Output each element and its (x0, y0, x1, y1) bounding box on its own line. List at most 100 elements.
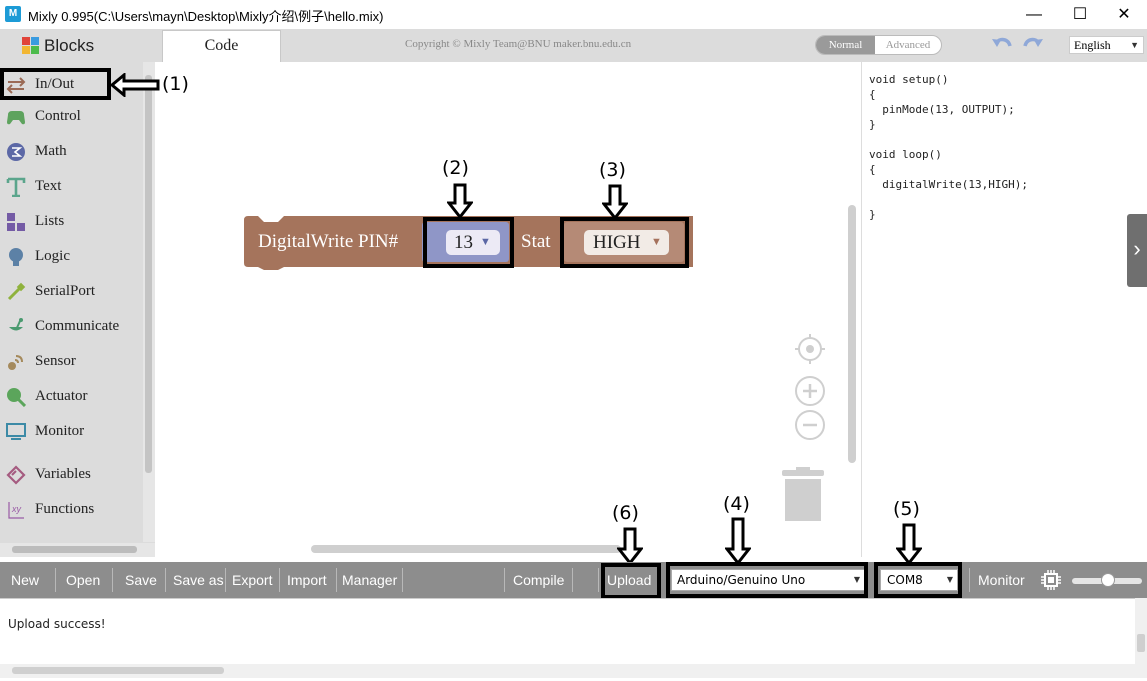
new-button[interactable]: New (11, 572, 40, 588)
toolbox-vertical-scroll-thumb[interactable] (145, 75, 152, 473)
variables-icon (6, 465, 26, 485)
window-title: Mixly 0.995(C:\Users\mayn\Desktop\Mixly介… (28, 9, 384, 24)
monitor-button[interactable]: Monitor (978, 572, 1025, 588)
toolbar-divider (969, 568, 970, 592)
category-in-out[interactable]: In/Out (0, 67, 143, 102)
arrow-down-icon (896, 523, 922, 565)
category-communicate[interactable]: Communicate (0, 309, 143, 344)
code-text[interactable]: void setup() { pinMode(13, OUTPUT); } vo… (869, 73, 1028, 221)
category-variables[interactable]: Variables (0, 457, 143, 492)
satellite-icon (9, 318, 23, 331)
recenter-icon[interactable] (794, 333, 826, 365)
arrows-icon (6, 77, 26, 94)
category-functions[interactable]: xy Functions (0, 492, 143, 527)
category-logic[interactable]: Logic (0, 239, 143, 274)
toolbar-divider (112, 568, 113, 592)
category-actuator[interactable]: Actuator (0, 379, 143, 414)
maximize-button[interactable]: ☐ (1072, 6, 1088, 23)
category-label: Control (35, 108, 81, 124)
toolbar-divider (402, 568, 403, 592)
category-math[interactable]: Math (0, 134, 143, 169)
chevron-down-icon: ▼ (853, 575, 860, 584)
undo-icon[interactable] (990, 34, 1014, 56)
save-button[interactable]: Save (125, 572, 157, 588)
category-label: Monitor (35, 423, 85, 439)
functions-icon: xy (8, 502, 24, 519)
callout-box-6 (601, 563, 661, 599)
category-control[interactable]: Control (0, 99, 143, 134)
manager-button[interactable]: Manager (342, 572, 398, 588)
output-horizontal-scrollbar[interactable] (0, 664, 1147, 678)
workspace-horizontal-scroll-thumb[interactable] (311, 545, 621, 553)
zoom-out-icon[interactable] (794, 409, 826, 441)
category-sensor[interactable]: Sensor (0, 344, 143, 379)
title-bar (0, 0, 1147, 29)
collapse-panel-button[interactable]: › (1127, 214, 1147, 287)
toolbar-divider (598, 568, 599, 592)
toolbar-divider (279, 568, 280, 592)
mode-switch: Normal Advanced (815, 35, 942, 55)
category-label: Lists (35, 213, 65, 229)
toolbox-horizontal-scroll-thumb[interactable] (12, 546, 137, 553)
arrow-left-icon (110, 73, 160, 97)
pin-dropdown[interactable] (446, 230, 500, 255)
mode-advanced-button[interactable]: Advanced (885, 39, 931, 51)
output-message: Upload success! (8, 617, 106, 631)
chevron-right-icon: › (1133, 236, 1141, 261)
chevron-down-icon: ▼ (946, 575, 953, 584)
zoom-slider-handle[interactable] (1101, 573, 1115, 587)
toolbar-divider (504, 568, 505, 592)
workspace-vertical-scroll-thumb[interactable] (848, 205, 856, 463)
import-button[interactable]: Import (287, 572, 327, 588)
puzzle-icon (22, 37, 39, 54)
arrow-down-icon (617, 527, 643, 565)
compile-button[interactable]: Compile (513, 572, 565, 588)
callout-label-1: (1) (162, 73, 189, 95)
stat-dropdown[interactable] (584, 230, 669, 255)
port-value: COM8 (887, 573, 923, 587)
output-horizontal-scroll-thumb[interactable] (12, 667, 224, 674)
tab-code[interactable] (162, 30, 281, 62)
category-label: Functions (35, 501, 95, 517)
save-as-button[interactable]: Save as (173, 572, 224, 588)
category-label: Sensor (35, 353, 76, 369)
zoom-in-icon[interactable] (794, 375, 826, 407)
arrow-down-icon (447, 183, 473, 219)
callout-label-2: (2) (442, 157, 469, 179)
category-label: Communicate (35, 318, 120, 334)
minimize-button[interactable]: — (1026, 6, 1042, 23)
triangle-down-icon: ▼ (480, 236, 491, 248)
language-select[interactable]: English ▼ (1069, 36, 1144, 54)
callout-label-3: (3) (599, 159, 626, 181)
trash-icon[interactable] (782, 467, 824, 523)
category-lists[interactable]: Lists (0, 204, 143, 239)
output-vertical-scroll-thumb[interactable] (1137, 634, 1145, 652)
toolbar-divider (336, 568, 337, 592)
category-text[interactable]: Text (0, 169, 143, 204)
board-select[interactable]: Arduino/Genuino Uno ▼ (671, 569, 865, 591)
callout-box-1 (0, 68, 111, 100)
blocks-workspace[interactable] (155, 62, 861, 557)
close-button[interactable]: ✕ (1117, 6, 1131, 23)
chip-icon[interactable] (1041, 570, 1061, 590)
category-monitor[interactable]: Monitor (0, 414, 143, 449)
callout-box-2 (423, 217, 514, 268)
category-label: Actuator (35, 388, 88, 404)
output-vertical-scrollbar[interactable] (1135, 598, 1147, 664)
gamepad-icon (7, 111, 25, 125)
language-value: English (1074, 38, 1111, 52)
category-serialport[interactable]: SerialPort (0, 274, 143, 309)
lists-icon (7, 213, 25, 231)
open-button[interactable]: Open (66, 572, 101, 588)
callout-box-3 (560, 217, 689, 268)
port-select[interactable]: COM8 ▼ (880, 569, 958, 591)
copyright-text: Copyright © Mixly Team@BNU maker.bnu.edu… (405, 38, 632, 50)
redo-icon[interactable] (1021, 34, 1045, 56)
export-button[interactable]: Export (232, 572, 273, 588)
svg-text:xy: xy (11, 504, 22, 514)
callout-box-5 (874, 562, 962, 598)
tab-blocks[interactable] (0, 29, 155, 62)
mode-normal-button[interactable]: Normal (816, 36, 875, 54)
upload-button[interactable]: Upload (607, 572, 652, 588)
category-label: Text (35, 178, 62, 194)
